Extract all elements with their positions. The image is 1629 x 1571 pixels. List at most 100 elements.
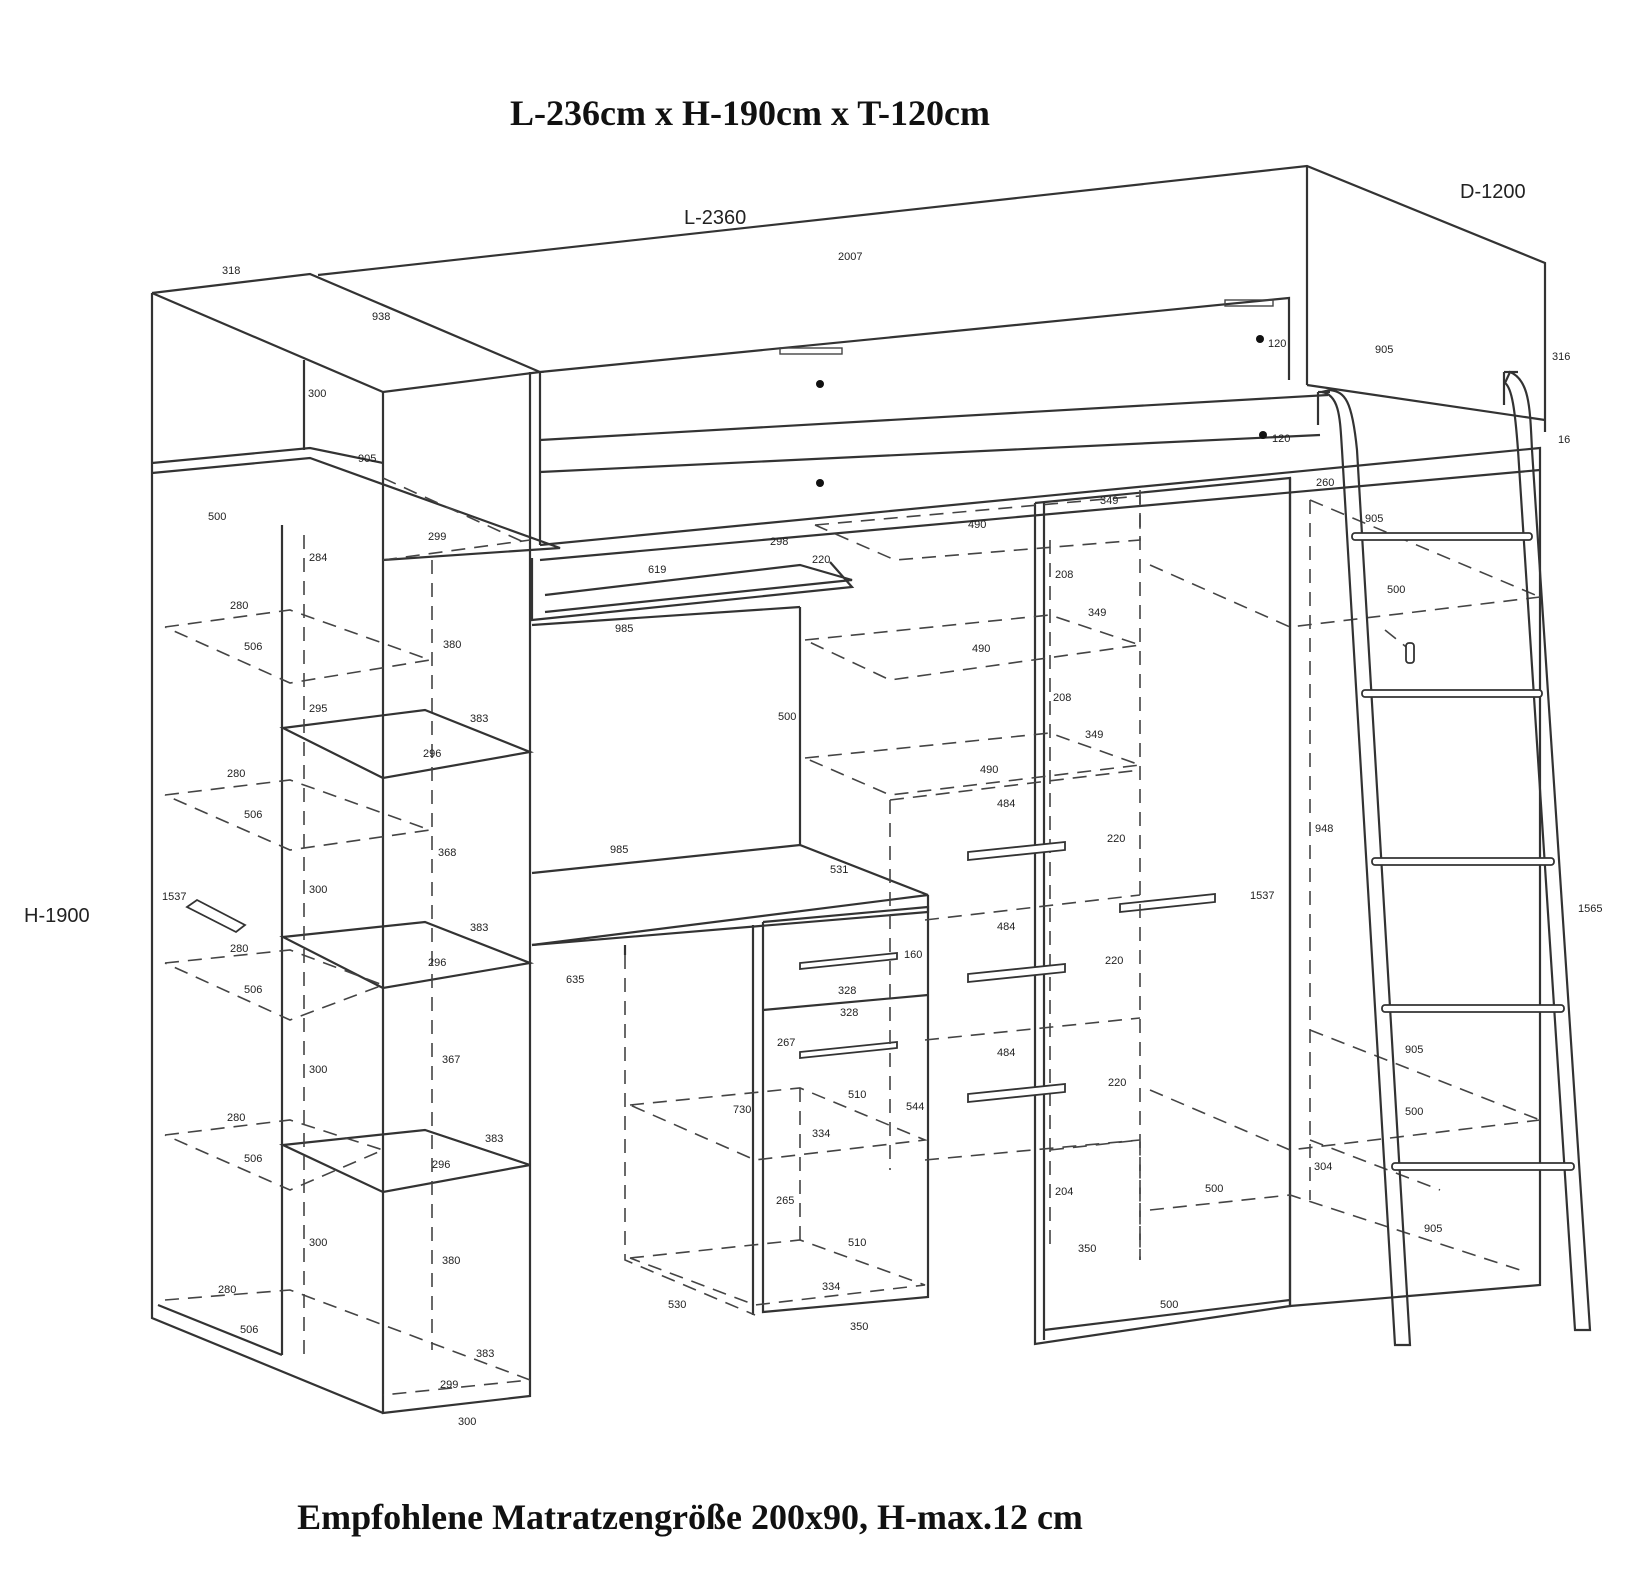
dim-label: 985 bbox=[610, 844, 628, 856]
dim-label: 208 bbox=[1055, 569, 1073, 581]
dim-label: 905 bbox=[1365, 513, 1383, 525]
dim-label: 280 bbox=[227, 768, 245, 780]
dim-label: 280 bbox=[227, 1112, 245, 1124]
mattress-recommendation: Empfohlene Matratzengröße 200x90, H-max.… bbox=[297, 1497, 1083, 1537]
dim-label: 948 bbox=[1315, 823, 1333, 835]
dim-label: 120 bbox=[1272, 433, 1290, 445]
dim-label: 905 bbox=[1424, 1223, 1442, 1235]
dim-label: 318 bbox=[222, 265, 240, 277]
dim-label: 328 bbox=[840, 1007, 858, 1019]
dim-label: 619 bbox=[648, 564, 666, 576]
dim-label: 544 bbox=[906, 1101, 924, 1113]
dim-label: 299 bbox=[440, 1379, 458, 1391]
dim-label: 506 bbox=[244, 641, 262, 653]
dim-label: 510 bbox=[848, 1237, 866, 1249]
dim-label: 349 bbox=[1085, 729, 1103, 741]
dim-label: 730 bbox=[733, 1104, 751, 1116]
dim-label: 905 bbox=[358, 453, 376, 465]
dim-label: 490 bbox=[972, 643, 990, 655]
overall-length: L-2360 bbox=[684, 207, 746, 229]
dim-label: 531 bbox=[830, 864, 848, 876]
dim-label: 500 bbox=[1160, 1299, 1178, 1311]
dim-label: 267 bbox=[777, 1037, 795, 1049]
dim-label: 484 bbox=[997, 1047, 1015, 1059]
dim-label: 300 bbox=[458, 1416, 476, 1428]
dim-label: 300 bbox=[309, 884, 327, 896]
dim-label: 220 bbox=[1107, 833, 1125, 845]
dim-label: 334 bbox=[822, 1281, 840, 1293]
right-wardrobe-and-ladder bbox=[1149, 370, 1592, 1347]
dim-label: 506 bbox=[244, 984, 262, 996]
dim-label: 16 bbox=[1558, 434, 1570, 446]
dim-label: 905 bbox=[1375, 344, 1393, 356]
ladder-rungs bbox=[1351, 532, 1575, 1171]
dim-label: 367 bbox=[442, 1054, 460, 1066]
dim-label: 1537 bbox=[1250, 890, 1274, 902]
dim-label: 220 bbox=[1105, 955, 1123, 967]
dim-label: 299 bbox=[428, 531, 446, 543]
dim-label: 500 bbox=[1205, 1183, 1223, 1195]
dim-label: 635 bbox=[566, 974, 584, 986]
dim-label: 208 bbox=[1053, 692, 1071, 704]
dim-label: 530 bbox=[668, 1299, 686, 1311]
dim-label: 328 bbox=[838, 985, 856, 997]
dim-label: 350 bbox=[1078, 1243, 1096, 1255]
dim-label: 349 bbox=[1100, 495, 1118, 507]
dim-label: 380 bbox=[442, 1255, 460, 1267]
dim-label: 2007 bbox=[838, 251, 862, 263]
dim-label: 350 bbox=[850, 1321, 868, 1333]
overall-height: H-1900 bbox=[24, 905, 90, 927]
dim-label: 280 bbox=[230, 600, 248, 612]
dim-label: 506 bbox=[244, 809, 262, 821]
dim-label: 383 bbox=[476, 1348, 494, 1360]
dim-label: 985 bbox=[615, 623, 633, 635]
dim-label: 220 bbox=[1108, 1077, 1126, 1089]
dim-label: 334 bbox=[812, 1128, 830, 1140]
dim-label: 120 bbox=[1268, 338, 1286, 350]
dim-label: 383 bbox=[470, 922, 488, 934]
dim-label: 296 bbox=[428, 957, 446, 969]
dim-label: 484 bbox=[997, 921, 1015, 933]
dim-label: 260 bbox=[1316, 477, 1334, 489]
dim-label: 316 bbox=[1552, 351, 1570, 363]
dim-label: 1537 bbox=[162, 891, 186, 903]
bed-frame bbox=[317, 164, 1547, 562]
dim-label: 500 bbox=[778, 711, 796, 723]
dim-label: 490 bbox=[980, 764, 998, 776]
dim-label: 938 bbox=[372, 311, 390, 323]
dim-label: 380 bbox=[443, 639, 461, 651]
dim-label: 280 bbox=[230, 943, 248, 955]
dim-label: 383 bbox=[485, 1133, 503, 1145]
dim-label: 500 bbox=[1387, 584, 1405, 596]
dim-label: 298 bbox=[770, 536, 788, 548]
dim-label: 490 bbox=[968, 519, 986, 531]
dim-label: 383 bbox=[470, 713, 488, 725]
dim-label: 300 bbox=[309, 1237, 327, 1249]
desk-area bbox=[530, 558, 930, 1316]
dimensions-title: L-236cm x H-190cm x T-120cm bbox=[510, 93, 990, 133]
dim-label: 280 bbox=[218, 1284, 236, 1296]
dim-label: 905 bbox=[1405, 1044, 1423, 1056]
dim-label: 349 bbox=[1088, 607, 1106, 619]
left-shelf-tower bbox=[150, 272, 561, 1415]
dim-label: 484 bbox=[997, 798, 1015, 810]
dim-label: 1565 bbox=[1578, 903, 1602, 915]
dim-label: 296 bbox=[423, 748, 441, 760]
dim-label: 300 bbox=[308, 388, 326, 400]
dim-label: 160 bbox=[904, 949, 922, 961]
dim-label: 500 bbox=[208, 511, 226, 523]
dim-label: 506 bbox=[244, 1153, 262, 1165]
dim-label: 220 bbox=[812, 554, 830, 566]
dim-label: 304 bbox=[1314, 1161, 1332, 1173]
dim-label: 510 bbox=[848, 1089, 866, 1101]
dim-label: 500 bbox=[1405, 1106, 1423, 1118]
overall-depth: D-1200 bbox=[1460, 181, 1526, 203]
dim-label: 265 bbox=[776, 1195, 794, 1207]
dim-label: 296 bbox=[432, 1159, 450, 1171]
dim-label: 204 bbox=[1055, 1186, 1073, 1198]
center-wardrobe bbox=[804, 476, 1292, 1346]
dim-label: 506 bbox=[240, 1324, 258, 1336]
dim-label: 368 bbox=[438, 847, 456, 859]
dim-label: 295 bbox=[309, 703, 327, 715]
